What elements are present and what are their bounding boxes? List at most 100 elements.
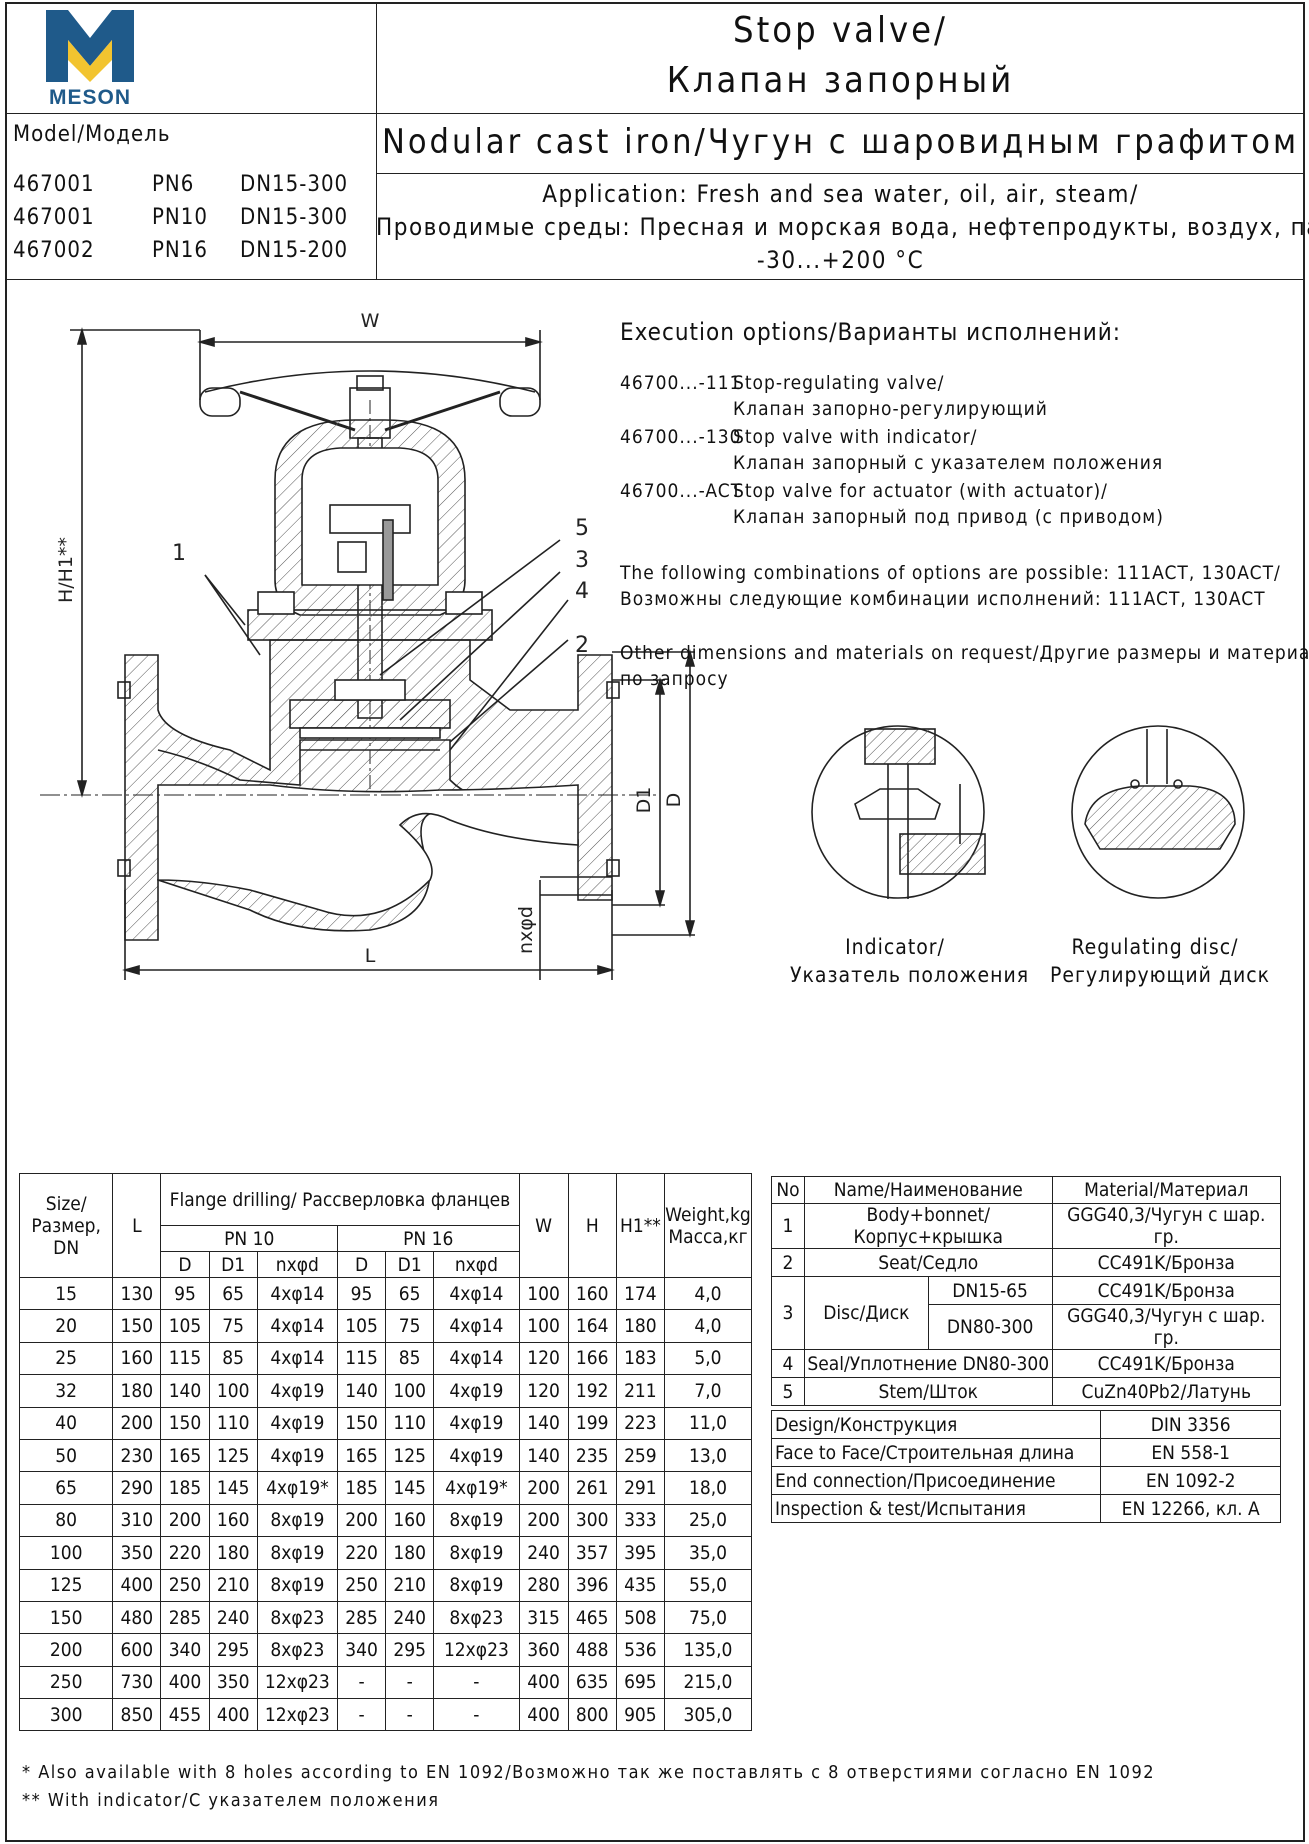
table-cell: 295 [208,1633,258,1667]
table-cell: 4xφ19 [433,1406,520,1440]
col-material: Material/Материал [1051,1176,1282,1204]
table-cell: 8xφ19 [433,1568,520,1602]
footnote: * Also available with 8 holes according … [22,1762,1156,1783]
table-cell: 465 [567,1600,617,1635]
table-cell: 305,0 [663,1698,753,1732]
table-cell: 350 [208,1665,258,1700]
table-cell: 200 [336,1503,387,1538]
callout-4: 4 [575,579,589,604]
table-cell: 300 [567,1503,617,1538]
table-cell: 140 [336,1374,387,1408]
table-cell: 4xφ14 [433,1309,520,1343]
table-cell: 5,0 [663,1341,753,1376]
standard-value: EN 558-1 [1100,1438,1281,1467]
col-pn16: PN 16 [336,1225,520,1252]
option-code: 46700...-ACT [620,480,743,502]
table-cell: 400 [112,1568,162,1602]
dim-nxd-label: nxφd [515,906,537,954]
table-cell: 635 [567,1665,617,1700]
table-cell: 396 [567,1568,617,1602]
part-no: 4 [771,1349,805,1378]
table-cell: 8xφ19 [256,1503,338,1538]
table-cell: 65 [385,1276,435,1311]
table-cell: 160 [208,1503,258,1538]
table-cell: 455 [160,1698,210,1732]
table-cell: 25,0 [663,1503,753,1538]
table-cell: 180 [385,1536,435,1570]
indicator-caption: Указатель положения [790,963,1030,987]
part-material: CuZn40Pb2/Латунь [1051,1377,1282,1406]
table-cell: 395 [615,1536,665,1570]
table-cell: 230 [112,1438,162,1473]
table-cell: 115 [160,1341,210,1376]
table-cell: 250 [18,1665,114,1700]
table-cell: 211 [615,1374,665,1408]
table-cell: 200 [518,1471,569,1505]
disc-caption: Регулирующий диск [1050,963,1271,987]
table-cell: 50 [18,1438,114,1473]
table-cell: 80 [18,1503,114,1538]
table-cell: 95 [336,1276,387,1311]
table-cell: 11,0 [663,1406,753,1440]
table-cell: 8xφ19 [433,1536,520,1570]
table-cell: 125 [208,1438,258,1473]
table-cell: 100 [518,1276,569,1311]
table-cell: 8xφ19 [433,1503,520,1538]
parts-table: No Name/Наименование Material/Материал 1… [771,1176,1282,1406]
callout-5: 5 [575,516,589,541]
table-cell: 150 [160,1406,210,1440]
table-cell: 800 [567,1698,617,1732]
table-cell: 291 [615,1471,665,1505]
table-cell: 285 [336,1600,387,1635]
table-cell: 905 [615,1698,665,1732]
col-weight: Weight,kg Масса,кг [663,1173,753,1278]
table-cell: 310 [112,1503,162,1538]
table-cell: 8xφ23 [256,1600,338,1635]
table-cell: 12xφ23 [256,1698,338,1732]
indicator-caption: Indicator/ [845,935,945,959]
callout-3: 3 [575,548,589,573]
table-cell: 140 [518,1438,569,1473]
part-name: Disc/Диск [803,1276,929,1350]
table-cell: 164 [567,1309,617,1343]
table-cell: 110 [385,1406,435,1440]
dim-h-label: H/H1** [55,537,77,603]
table-cell: 130 [112,1276,162,1311]
part-name: Seal/Уплотнение DN80-300 [803,1349,1053,1378]
table-cell: - [433,1698,520,1732]
table-cell: 488 [567,1633,617,1667]
table-cell: 290 [112,1471,162,1505]
col-pn10: PN 10 [160,1225,338,1252]
part-material: CC491K/Бронза [1051,1248,1282,1277]
table-cell: 280 [518,1568,569,1602]
table-cell: 240 [518,1536,569,1570]
meson-logo: MESON [46,10,134,109]
table-cell: 357 [567,1536,617,1570]
standard-label: End connection/Присоединение [770,1466,1102,1495]
col-nxd: nxφd [256,1251,338,1278]
standard-label: Inspection & test/Испытания [770,1494,1102,1523]
part-variant: DN80-300 [927,1304,1053,1350]
table-cell: 150 [336,1406,387,1440]
table-cell: 100 [518,1309,569,1343]
regulating-disc-detail-circle [1071,725,1245,899]
part-no: 2 [771,1248,805,1277]
logo-text: MESON [48,86,131,109]
model-code: 467002 [13,238,95,263]
table-cell: 120 [518,1374,569,1408]
table-cell: 160 [112,1341,162,1376]
table-cell: 250 [336,1568,387,1602]
table-cell: 65 [208,1276,258,1311]
callout-1: 1 [172,541,186,566]
table-cell: 480 [112,1600,162,1635]
standard-value: EN 12266, кл. А [1100,1494,1281,1523]
part-material: CC491K/Бронза [1051,1276,1282,1305]
table-cell: 65 [18,1471,114,1505]
table-cell: 850 [112,1698,162,1732]
table-cell: 536 [615,1633,665,1667]
model-dn: DN15-300 [240,172,349,197]
